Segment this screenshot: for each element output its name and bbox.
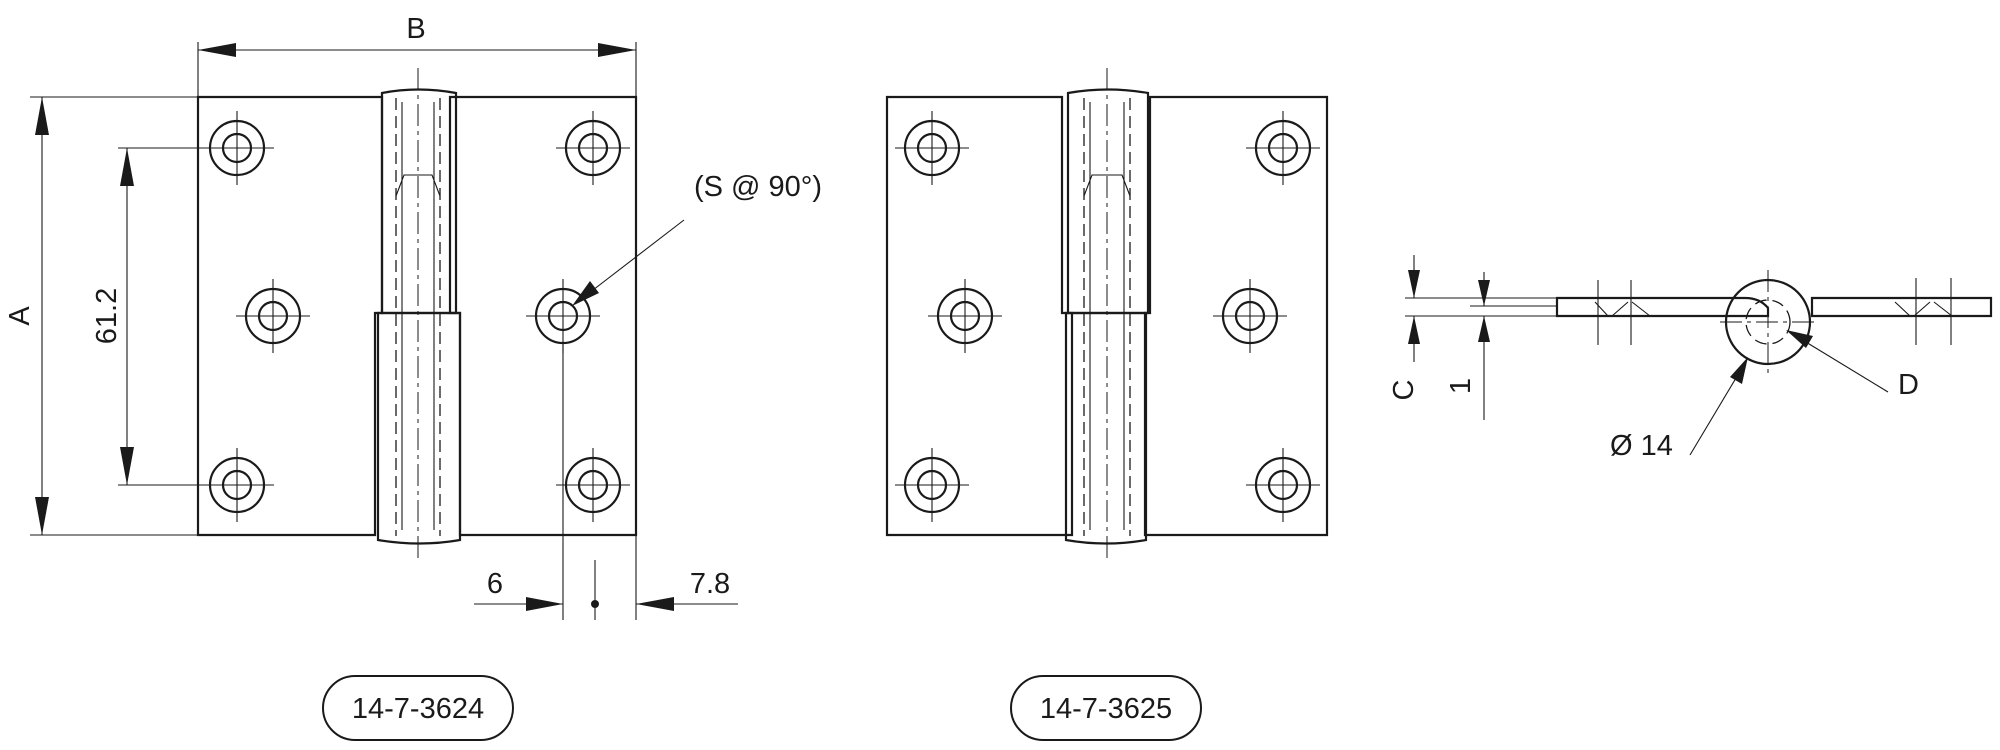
knuckle-diameter-callout: Ø 14 bbox=[1610, 357, 1748, 462]
mirror-hole-right-bottom bbox=[1246, 448, 1320, 522]
knuckle-diameter-label: Ø 14 bbox=[1610, 430, 1673, 462]
mirror-hole-left-middle bbox=[928, 279, 1002, 353]
thickness-label: C bbox=[1388, 380, 1420, 401]
dimension-b: B bbox=[197, 13, 637, 97]
mirror-hole-left-bottom bbox=[895, 448, 969, 522]
part-number-right: 14-7-3625 bbox=[1040, 693, 1172, 725]
mirror-lower-knuckle bbox=[1064, 311, 1148, 545]
dimension-b-label: B bbox=[406, 13, 425, 45]
part-number-left: 14-7-3624 bbox=[352, 693, 484, 725]
part-label-left: 14-7-3624 bbox=[322, 675, 514, 741]
hole-right-top bbox=[556, 111, 630, 185]
mirror-hole-right-middle bbox=[1213, 279, 1287, 353]
pin-callout: D bbox=[1786, 330, 1919, 401]
hole-edge-offset-label: 6 bbox=[487, 568, 503, 600]
countersink-note: (S @ 90°) bbox=[694, 171, 822, 203]
dimension-hole-spacing: 61.2 bbox=[91, 147, 220, 486]
mirror-hole-left-top bbox=[895, 111, 969, 185]
hole-spacing-label: 61.2 bbox=[91, 288, 123, 344]
part-label-right: 14-7-3625 bbox=[1010, 675, 1202, 741]
side-view: C 1 Ø 14 D bbox=[1388, 255, 1993, 462]
right-hinge-view bbox=[885, 68, 1329, 562]
dimension-a: A bbox=[4, 96, 198, 536]
upper-knuckle bbox=[380, 88, 458, 315]
dimension-plate-thickness: 1 bbox=[1445, 272, 1557, 420]
mirror-hole-right-top bbox=[1246, 111, 1320, 185]
dimension-a-label: A bbox=[4, 306, 36, 326]
left-hinge-view: B A 61.2 (S @ 90°) bbox=[4, 13, 822, 620]
plate-thickness-label: 1 bbox=[1445, 378, 1477, 394]
hole-right-bottom bbox=[556, 448, 630, 522]
dimension-edge-offsets: 6 7.8 bbox=[474, 343, 738, 620]
mirror-upper-knuckle bbox=[1066, 88, 1150, 315]
hole-left-middle bbox=[236, 279, 310, 353]
edge-margin-label: 7.8 bbox=[690, 568, 730, 600]
dimension-c: C bbox=[1388, 255, 1557, 400]
lower-knuckle bbox=[376, 311, 462, 545]
side-left-plate bbox=[1555, 296, 1770, 318]
pin-label: D bbox=[1898, 369, 1919, 401]
side-pin bbox=[1745, 299, 1791, 345]
countersink-callout: (S @ 90°) bbox=[572, 171, 822, 306]
side-right-plate bbox=[1810, 296, 1993, 318]
